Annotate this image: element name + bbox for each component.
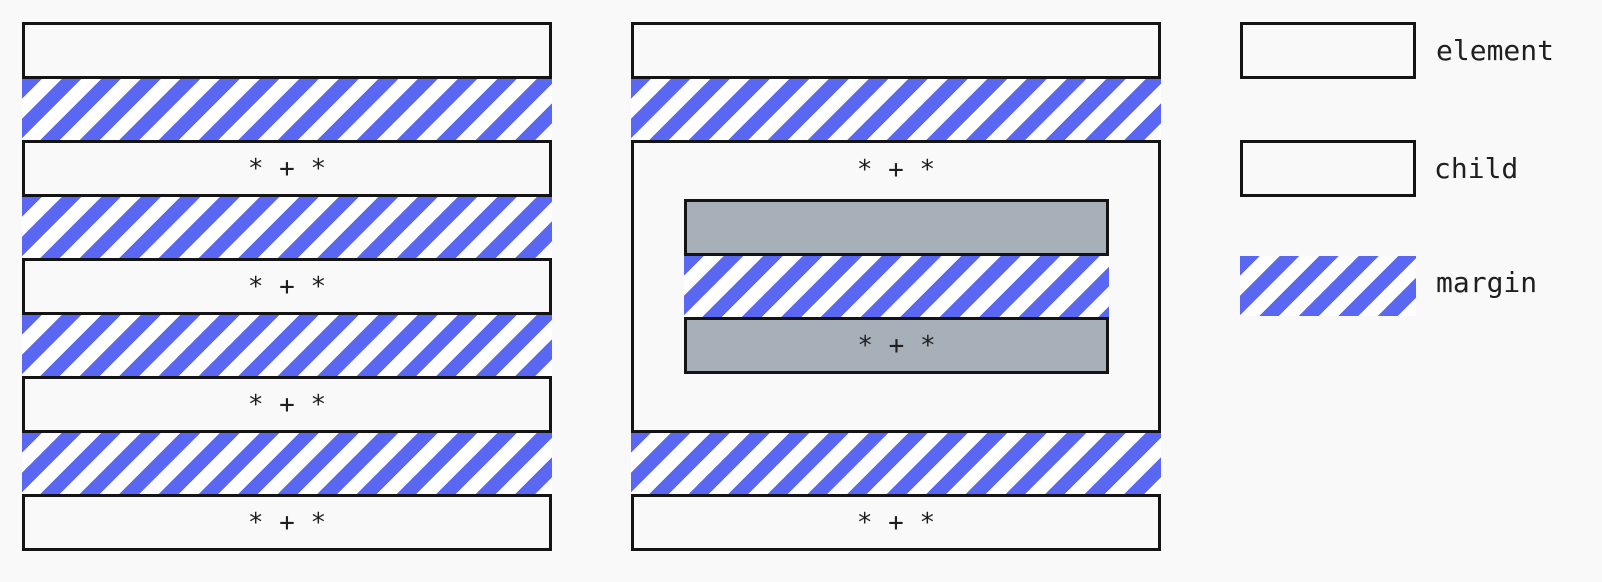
middle-margin-1: [631, 79, 1161, 140]
left-margin-1: [22, 79, 552, 140]
legend-child-label: child: [1434, 152, 1519, 185]
legend-margin-swatch: [1240, 256, 1416, 316]
left-element-2-selector: * + *: [247, 153, 327, 184]
middle-element-1: [631, 22, 1161, 79]
middle-parent-selector: * + *: [856, 155, 936, 185]
left-element-4-selector: * + *: [247, 389, 327, 420]
left-margin-3: [22, 315, 552, 376]
legend-element-swatch: [1240, 22, 1416, 79]
left-element-5: * + *: [22, 494, 552, 551]
legend-element-label: element: [1436, 34, 1555, 67]
left-element-2: * + *: [22, 140, 552, 197]
left-margin-4: [22, 433, 552, 494]
middle-element-3: * + *: [631, 494, 1161, 551]
middle-element-3-selector: * + *: [856, 507, 936, 538]
legend-margin-label: margin: [1436, 266, 1538, 299]
middle-child-2-selector: * + *: [857, 330, 936, 361]
left-element-5-selector: * + *: [247, 507, 327, 538]
middle-child-1: [684, 199, 1109, 256]
left-margin-2: [22, 197, 552, 258]
left-element-3: * + *: [22, 258, 552, 315]
left-element-1: [22, 22, 552, 79]
middle-child-2: * + *: [684, 317, 1109, 374]
middle-margin-2: [631, 433, 1161, 494]
left-element-3-selector: * + *: [247, 271, 327, 302]
legend-child-swatch: [1240, 140, 1416, 197]
left-element-4: * + *: [22, 376, 552, 433]
middle-child-margin: [684, 256, 1109, 317]
